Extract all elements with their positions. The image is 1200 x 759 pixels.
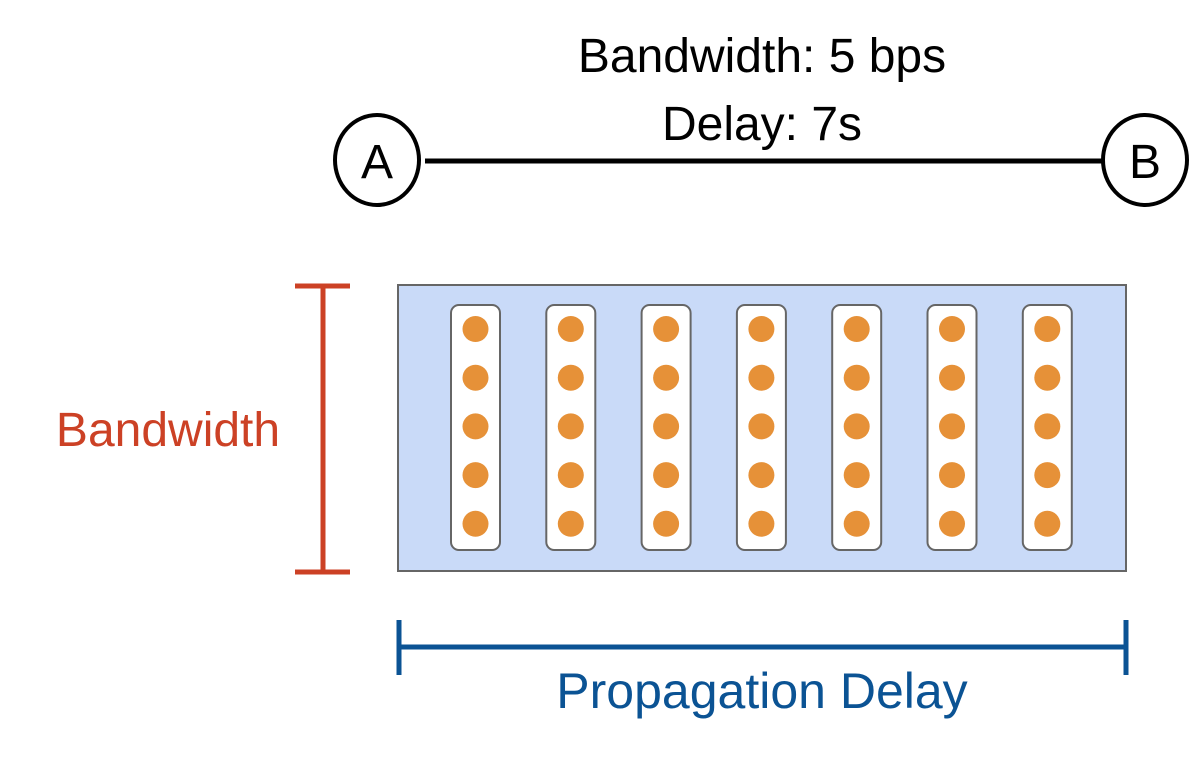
- bit-column: [831, 304, 883, 551]
- bit-dot: [843, 462, 870, 489]
- bit-dot: [653, 364, 680, 391]
- bit-dot: [939, 510, 965, 537]
- bit-column: [926, 304, 978, 551]
- bit-dot: [653, 413, 680, 440]
- bandwidth-label: Bandwidth: [56, 404, 280, 457]
- bit-dot: [557, 364, 584, 391]
- bit-dot: [939, 316, 965, 342]
- bit-dot: [939, 364, 965, 391]
- bandwidth-dimension: Bandwidth: [56, 283, 350, 575]
- node-b-circle: [1101, 113, 1189, 207]
- bit-dot: [462, 462, 489, 489]
- bit-dot: [557, 510, 584, 537]
- bit-dot: [843, 413, 870, 440]
- bit-column: [1021, 304, 1073, 551]
- bit-dot: [939, 462, 965, 489]
- bit-dot: [462, 316, 489, 342]
- bit-dot: [939, 413, 965, 440]
- bit-dot: [1034, 510, 1061, 537]
- bit-dot: [748, 316, 775, 342]
- bit-dot: [748, 510, 775, 537]
- bit-column: [545, 304, 597, 551]
- bit-dot: [1034, 413, 1061, 440]
- node-b: B: [1101, 113, 1189, 207]
- bit-dot: [843, 510, 870, 537]
- bit-dot: [557, 462, 584, 489]
- link-delay-label: Delay: 7s: [662, 98, 862, 151]
- propagation-delay-label: Propagation Delay: [556, 663, 967, 719]
- bit-column: [640, 304, 692, 551]
- bit-dot: [748, 364, 775, 391]
- bit-column: [450, 304, 501, 551]
- bit-dot: [843, 364, 870, 391]
- node-a-circle: [333, 113, 421, 207]
- bit-dot: [462, 364, 489, 391]
- bit-dot: [1034, 462, 1061, 489]
- bit-dot: [748, 413, 775, 440]
- bit-columns: [450, 304, 1073, 551]
- bit-dot: [1034, 316, 1061, 342]
- bit-dot: [653, 316, 680, 342]
- bit-column: [735, 304, 787, 551]
- bit-dot: [653, 510, 680, 537]
- node-b-label: B: [1129, 136, 1161, 189]
- node-a: A: [333, 113, 421, 207]
- bit-dot: [462, 510, 489, 537]
- propagation-delay-dimension: Propagation Delay: [396, 620, 1129, 719]
- link-bandwidth-label: Bandwidth: 5 bps: [578, 30, 946, 83]
- bit-dot: [1034, 364, 1061, 391]
- bit-dot: [557, 316, 584, 342]
- bit-dot: [462, 413, 489, 440]
- bit-dot: [557, 413, 584, 440]
- node-a-label: A: [361, 136, 393, 189]
- bit-dot: [843, 316, 870, 342]
- bit-dot: [653, 462, 680, 489]
- bit-dot: [748, 462, 775, 489]
